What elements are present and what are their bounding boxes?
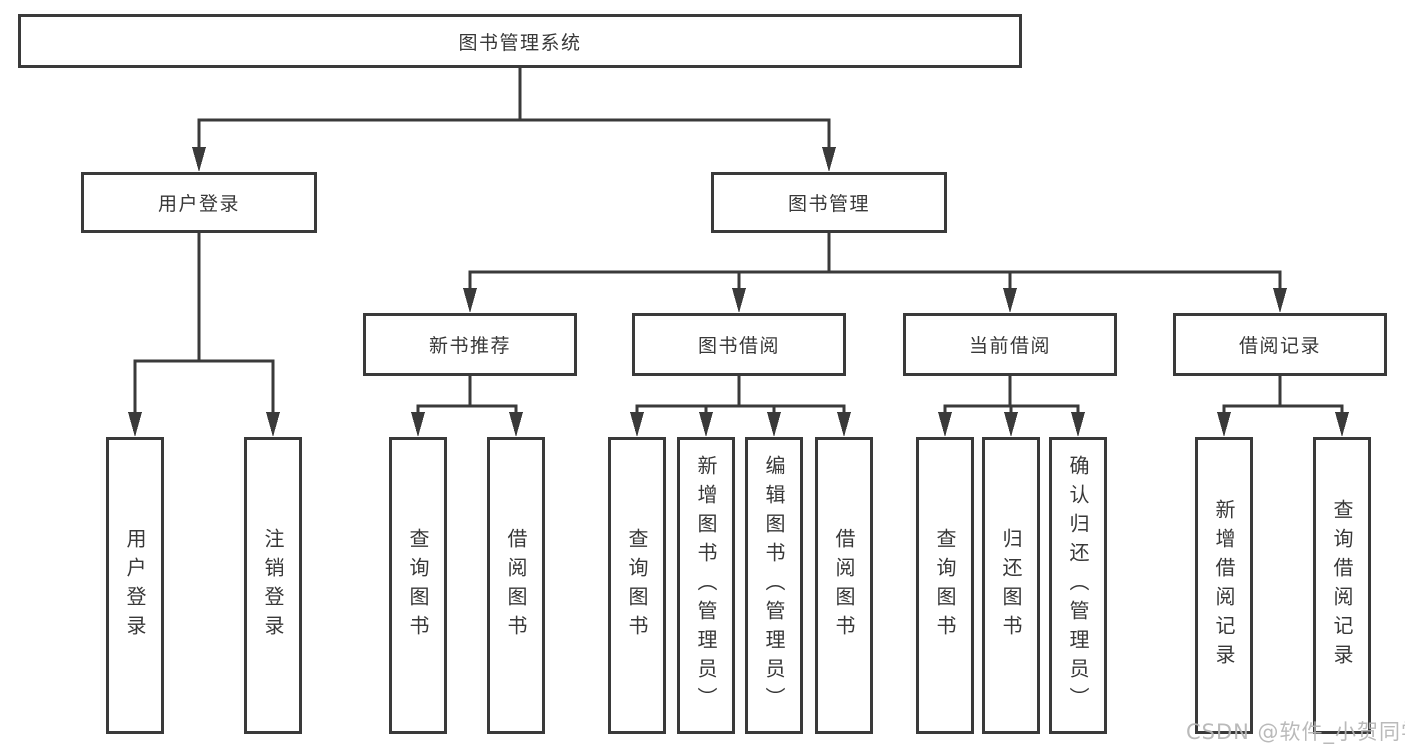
leaf-logout: 注销登录 xyxy=(244,437,302,734)
node-book-management: 图书管理 xyxy=(711,172,947,233)
leaf-records-query-record-label: 查询借阅记录 xyxy=(1330,498,1354,673)
csdn-watermark: CSDN @软件_小贺同学 xyxy=(1186,720,1405,744)
node-book-borrow-label: 图书借阅 xyxy=(697,335,780,357)
leaf-borrow-edit-books-admin-label: 编辑图书（管理员） xyxy=(762,455,786,716)
leaf-current-query-books: 查询图书 xyxy=(916,437,974,734)
leaf-recommend-borrow-books-label: 借阅图书 xyxy=(504,527,528,644)
node-user-login-label: 用户登录 xyxy=(157,193,240,215)
node-new-book-recommend: 新书推荐 xyxy=(363,313,577,376)
arrowheads xyxy=(128,147,1349,437)
node-book-borrow: 图书借阅 xyxy=(632,313,846,376)
leaf-logout-label: 注销登录 xyxy=(261,527,285,644)
leaf-borrow-borrow-books-label: 借阅图书 xyxy=(832,527,856,644)
leaf-borrow-borrow-books: 借阅图书 xyxy=(815,437,873,734)
leaf-user-login: 用户登录 xyxy=(106,437,164,734)
node-current-borrow-label: 当前借阅 xyxy=(968,335,1051,357)
leaf-current-confirm-return-admin: 确认归还（管理员） xyxy=(1049,437,1107,734)
leaf-records-add-record-label: 新增借阅记录 xyxy=(1212,498,1236,673)
leaf-recommend-query-books-label: 查询图书 xyxy=(406,527,430,644)
leaf-recommend-query-books: 查询图书 xyxy=(389,437,447,734)
leaf-current-confirm-return-admin-label: 确认归还（管理员） xyxy=(1066,455,1090,716)
leaf-current-query-books-label: 查询图书 xyxy=(933,527,957,644)
leaf-records-add-record: 新增借阅记录 xyxy=(1195,437,1253,734)
node-borrow-records: 借阅记录 xyxy=(1173,313,1387,376)
node-root-system-label: 图书管理系统 xyxy=(458,31,582,54)
node-user-login: 用户登录 xyxy=(81,172,317,233)
node-borrow-records-label: 借阅记录 xyxy=(1238,335,1321,357)
leaf-user-login-label: 用户登录 xyxy=(123,527,147,644)
node-book-management-label: 图书管理 xyxy=(787,193,870,215)
leaf-current-return-books-label: 归还图书 xyxy=(999,527,1023,644)
leaf-borrow-edit-books-admin: 编辑图书（管理员） xyxy=(745,437,803,734)
leaf-borrow-add-books-admin: 新增图书（管理员） xyxy=(677,437,735,734)
node-new-book-recommend-label: 新书推荐 xyxy=(428,335,511,357)
node-current-borrow: 当前借阅 xyxy=(903,313,1117,376)
leaf-borrow-query-books: 查询图书 xyxy=(608,437,666,734)
node-root-system: 图书管理系统 xyxy=(18,14,1022,68)
leaf-current-return-books: 归还图书 xyxy=(982,437,1040,734)
leaf-records-query-record: 查询借阅记录 xyxy=(1313,437,1371,734)
leaf-borrow-add-books-admin-label: 新增图书（管理员） xyxy=(694,455,718,716)
leaf-borrow-query-books-label: 查询图书 xyxy=(625,527,649,644)
leaf-recommend-borrow-books: 借阅图书 xyxy=(487,437,545,734)
